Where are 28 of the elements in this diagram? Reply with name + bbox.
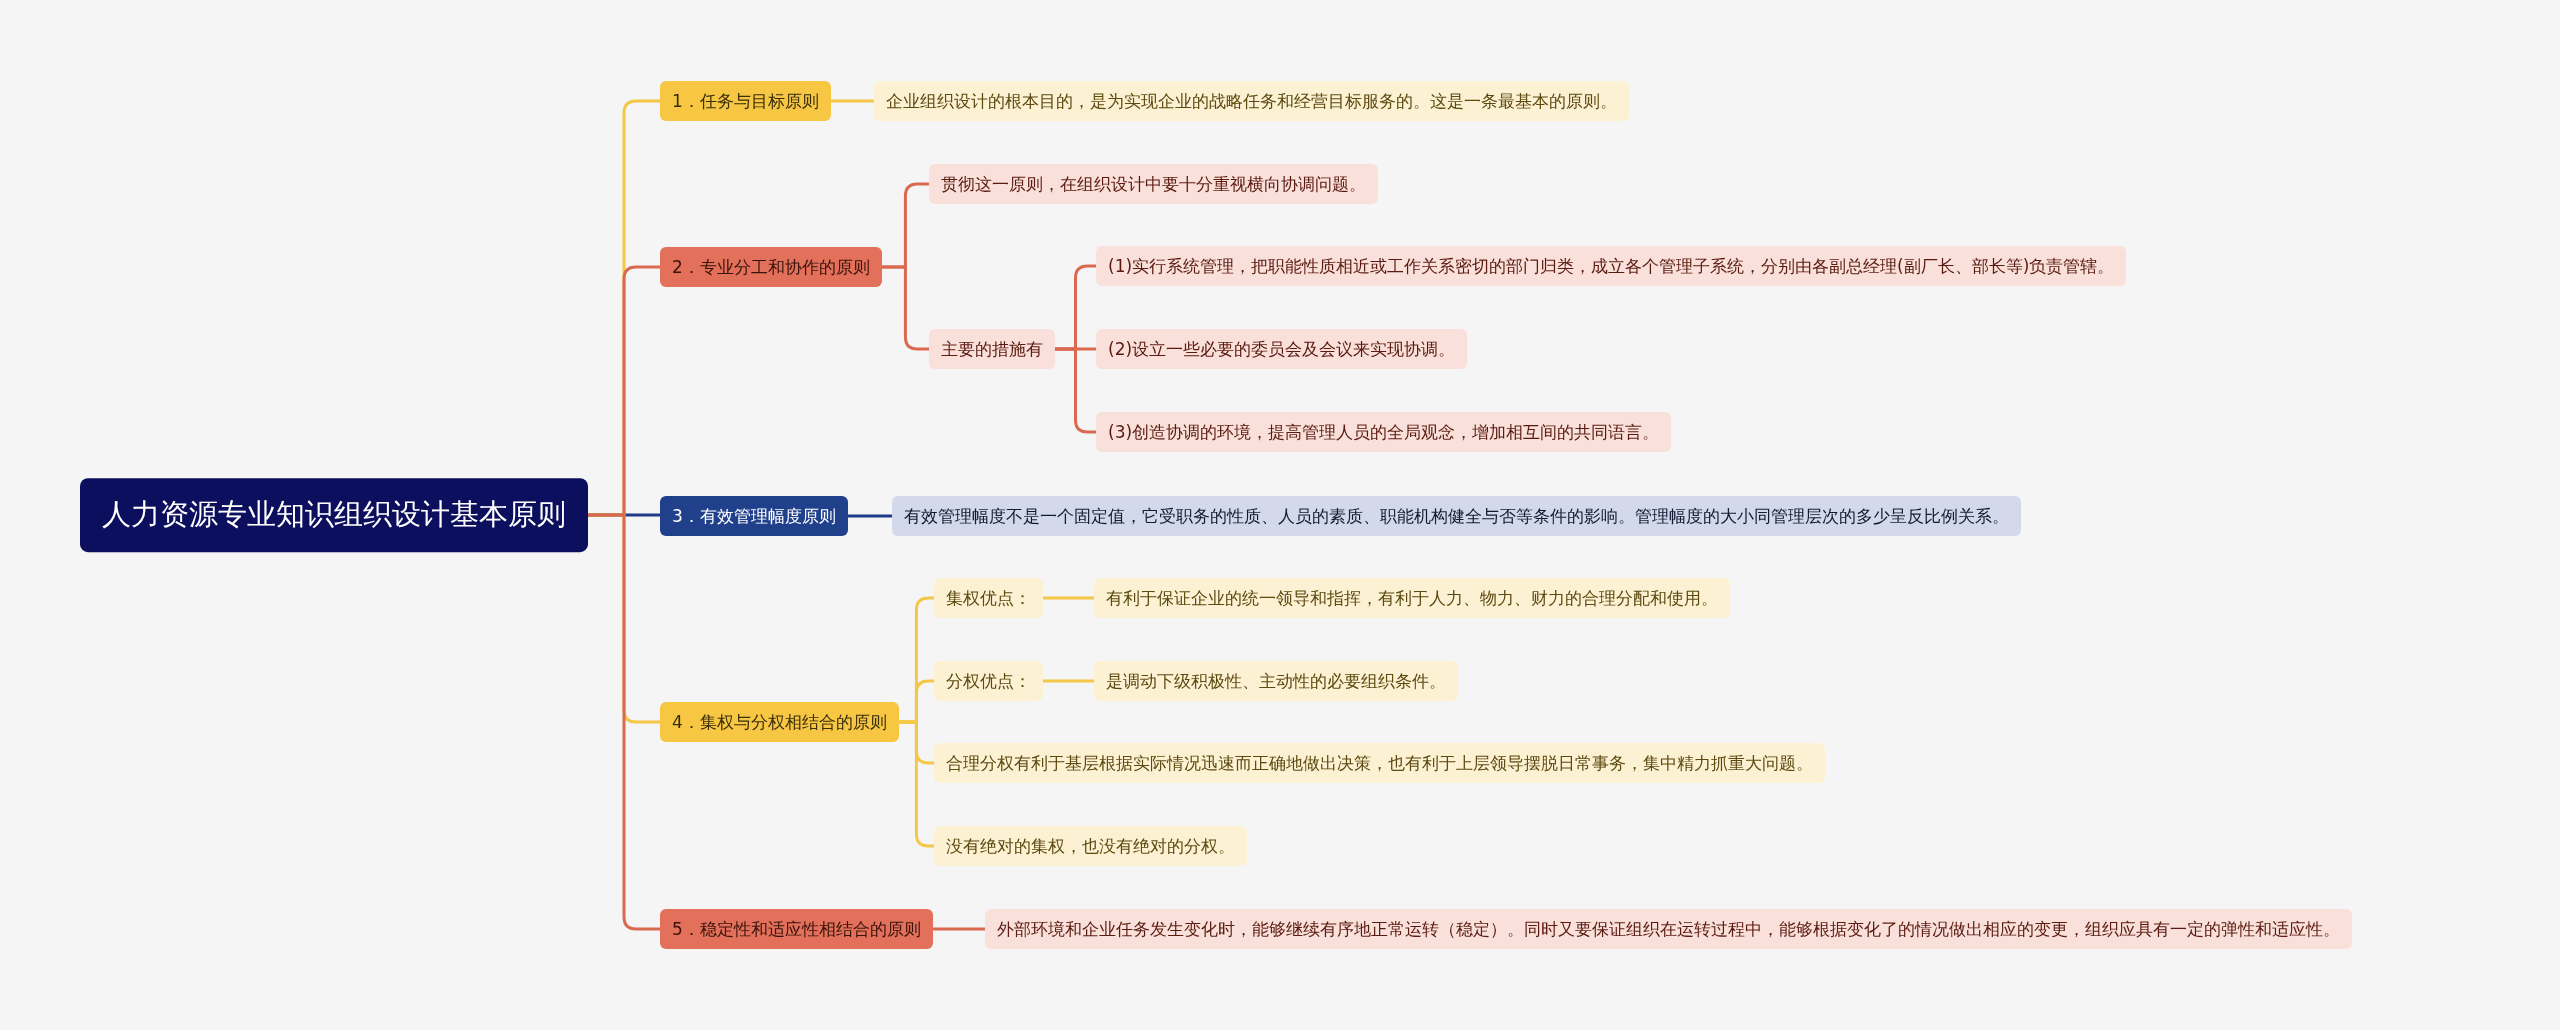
detail-card: 合理分权有利于基层根据实际情况迅速而正确地做出决策，也有利于上层领导摆脱日常事务，集中精力抓重大问题。 bbox=[934, 742, 1825, 784]
branch-topic: 2．专业分工和协作的原则 bbox=[660, 246, 882, 288]
connector-line bbox=[588, 513, 660, 931]
connector-line bbox=[847, 514, 892, 518]
connector-line bbox=[881, 265, 929, 351]
detail-card: 有效管理幅度不是一个固定值，它受职务的性质、人员的素质、职能机构健全与否等条件的影响。管理幅度的大小同管理层次的多少呈反比例关系。 bbox=[892, 495, 2021, 537]
connector-line bbox=[1043, 679, 1094, 683]
connector-line bbox=[932, 927, 985, 931]
detail-card: 主要的措施有 bbox=[929, 328, 1055, 370]
detail-card: 是调动下级积极性、主动性的必要组织条件。 bbox=[1094, 660, 1458, 702]
detail-card: 外部环境和企业任务发生变化时，能够继续有序地正常运转（稳定）。同时又要保证组织在运转过程中，能够根据变化了的情况做出相应的变更，组织应具有一定的弹性和适应性。 bbox=[985, 908, 2352, 950]
root-topic: 人力资源专业知识组织设计基本原则 bbox=[80, 478, 588, 552]
connector-line bbox=[1043, 596, 1094, 600]
branch-topic: 3．有效管理幅度原则 bbox=[660, 495, 848, 537]
detail-card: 贯彻这一原则，在组织设计中要十分重视横向协调问题。 bbox=[929, 163, 1378, 205]
detail-card: 没有绝对的集权，也没有绝对的分权。 bbox=[934, 825, 1247, 867]
detail-card: 分权优点： bbox=[934, 660, 1043, 702]
branch-topic: 1．任务与目标原则 bbox=[660, 80, 831, 122]
detail-card: 集权优点： bbox=[934, 577, 1043, 619]
detail-card: 有利于保证企业的统一领导和指挥，有利于人力、物力、财力的合理分配和使用。 bbox=[1094, 577, 1730, 619]
detail-card: (1)实行系统管理，把职能性质相近或工作关系密切的部门归类，成立各个管理子系统，分别由各副总经理(副厂长、部长等)负责管辖。 bbox=[1096, 245, 2127, 287]
detail-card: 企业组织设计的根本目的，是为实现企业的战略任务和经营目标服务的。这是一条最基本的原则。 bbox=[874, 80, 1629, 122]
connector-line bbox=[1055, 347, 1096, 434]
detail-card: (3)创造协调的环境，提高管理人员的全局观念，增加相互间的共同语言。 bbox=[1096, 411, 1672, 453]
detail-card: (2)设立一些必要的委员会及会议来实现协调。 bbox=[1096, 328, 1468, 370]
connector-line bbox=[830, 99, 874, 103]
branch-topic: 4．集权与分权相结合的原则 bbox=[660, 701, 899, 743]
branch-topic: 5．稳定性和适应性相结合的原则 bbox=[660, 908, 933, 950]
